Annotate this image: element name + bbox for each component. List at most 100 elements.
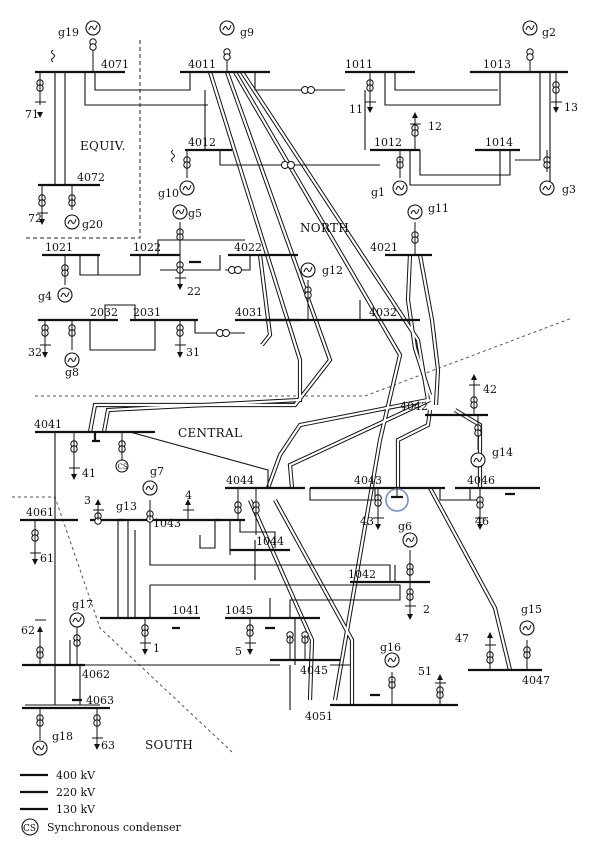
labels: EQUIV. NORTH CENTRAL SOUTH 4071 4011 101… bbox=[21, 26, 578, 752]
load-arrow-icon bbox=[177, 352, 183, 358]
phase-shifter-icon bbox=[228, 266, 242, 274]
generator-label: g17 bbox=[72, 598, 93, 611]
load-arrow-icon bbox=[37, 112, 43, 118]
load-label: 62 bbox=[21, 624, 35, 637]
synchronous-condenser-icon: CS bbox=[115, 455, 129, 473]
bus-label: 1043 bbox=[153, 517, 181, 530]
load-arrow-icon bbox=[32, 559, 38, 565]
area-label-south: SOUTH bbox=[145, 738, 193, 752]
load-label: 46 bbox=[475, 515, 489, 528]
load-arrow-icon bbox=[375, 524, 381, 530]
legend-400kv-label: 400 kV bbox=[56, 769, 96, 782]
load-arrow-icon bbox=[39, 219, 45, 225]
area-label-central: CENTRAL bbox=[178, 426, 242, 440]
legend-130kv-label: 130 kV bbox=[56, 803, 96, 816]
transformer-icon bbox=[223, 48, 231, 61]
bus-label: 4072 bbox=[77, 171, 105, 184]
generator-icon bbox=[142, 480, 158, 496]
generator-label: g20 bbox=[82, 218, 103, 231]
legend-cs-label: Synchronous condenser bbox=[47, 821, 182, 834]
load-label: 72 bbox=[28, 212, 42, 225]
generator-label: g5 bbox=[188, 207, 202, 220]
bus-label: 4032 bbox=[369, 306, 397, 319]
load-arrow-icon bbox=[367, 107, 373, 113]
bus-label: 1011 bbox=[345, 58, 373, 71]
generator-icon bbox=[179, 180, 195, 196]
bus-label: 4043 bbox=[354, 474, 382, 487]
legend-cs-symbol: CS bbox=[23, 824, 36, 834]
load-arrow-icon bbox=[553, 107, 559, 113]
generator-label: g10 bbox=[158, 187, 179, 200]
area-label-equiv: EQUIV. bbox=[80, 139, 126, 153]
bus-label: 4046 bbox=[467, 474, 495, 487]
generator-label: g3 bbox=[562, 183, 576, 196]
load-arrow-icon bbox=[437, 674, 443, 680]
generator-icon bbox=[539, 180, 555, 196]
generator-icon bbox=[384, 652, 400, 668]
bus-label: 2032 bbox=[90, 306, 118, 319]
bus-label: 4071 bbox=[101, 58, 129, 71]
bus-label: 4063 bbox=[86, 694, 114, 707]
generator-label: g11 bbox=[428, 202, 449, 215]
load-arrow-icon bbox=[487, 632, 493, 638]
bus-label: 1021 bbox=[45, 241, 73, 254]
generator-icon bbox=[470, 452, 486, 468]
load-arrow-icon bbox=[407, 614, 413, 620]
load-label: 51 bbox=[418, 665, 432, 678]
bus-label: 4041 bbox=[34, 418, 62, 431]
bus-label: 4022 bbox=[234, 241, 262, 254]
bus-label: 4021 bbox=[370, 241, 398, 254]
load-label: 31 bbox=[186, 346, 200, 359]
load-label: 61 bbox=[40, 552, 54, 565]
load-label: 47 bbox=[455, 632, 469, 645]
generator-label: g12 bbox=[322, 264, 343, 277]
generator-icon bbox=[519, 620, 535, 636]
load-arrow-icon bbox=[412, 112, 418, 118]
generator-icon bbox=[392, 180, 408, 196]
legend-220kv-label: 220 kV bbox=[56, 786, 96, 799]
svg-text:CS: CS bbox=[118, 463, 128, 471]
phase-shifter-icon bbox=[301, 86, 315, 94]
generator-label: g13 bbox=[116, 500, 137, 513]
generator-label: g7 bbox=[150, 465, 164, 478]
bus-label: 2031 bbox=[133, 306, 161, 319]
transformer-icon bbox=[89, 38, 97, 51]
load-label: 63 bbox=[101, 739, 115, 752]
bus-label: 1044 bbox=[256, 535, 284, 548]
load-label: 3 bbox=[84, 494, 91, 507]
generator-label: g19 bbox=[58, 26, 79, 39]
generators bbox=[32, 20, 555, 756]
legend-cs-icon bbox=[21, 818, 39, 836]
generator-label: g8 bbox=[65, 366, 79, 379]
generator-icon bbox=[402, 532, 418, 548]
reactor-symbols bbox=[51, 49, 175, 163]
highlighted-shunt-icon bbox=[385, 488, 409, 512]
load-label: 12 bbox=[428, 120, 442, 133]
bus-label: 4061 bbox=[26, 506, 54, 519]
load-label: 71 bbox=[25, 108, 39, 121]
bus-label: 1014 bbox=[485, 136, 513, 149]
generator-icon bbox=[522, 20, 538, 36]
generator-icon bbox=[219, 20, 235, 36]
generator-icon bbox=[300, 262, 316, 278]
load-arrow-icon bbox=[471, 374, 477, 380]
load-arrow-icon bbox=[142, 649, 148, 655]
load-label: 11 bbox=[349, 103, 363, 116]
bus-label: 1041 bbox=[172, 604, 200, 617]
load-label: 42 bbox=[483, 383, 497, 396]
load-arrow-icon bbox=[477, 524, 483, 530]
bus-label: 4062 bbox=[82, 668, 110, 681]
generator-icon bbox=[64, 352, 80, 368]
load-arrow-icon bbox=[42, 352, 48, 358]
load-label: 41 bbox=[82, 467, 96, 480]
load-label: 32 bbox=[28, 346, 42, 359]
transformer-icon bbox=[94, 512, 102, 525]
bus-label: 4011 bbox=[188, 58, 216, 71]
area-label-north: NORTH bbox=[300, 221, 349, 235]
load-label: 13 bbox=[564, 101, 578, 114]
bus-label: 4045 bbox=[300, 664, 328, 677]
generator-icon bbox=[69, 612, 85, 628]
generator-icon bbox=[407, 204, 423, 220]
generator-label: g4 bbox=[38, 290, 52, 303]
